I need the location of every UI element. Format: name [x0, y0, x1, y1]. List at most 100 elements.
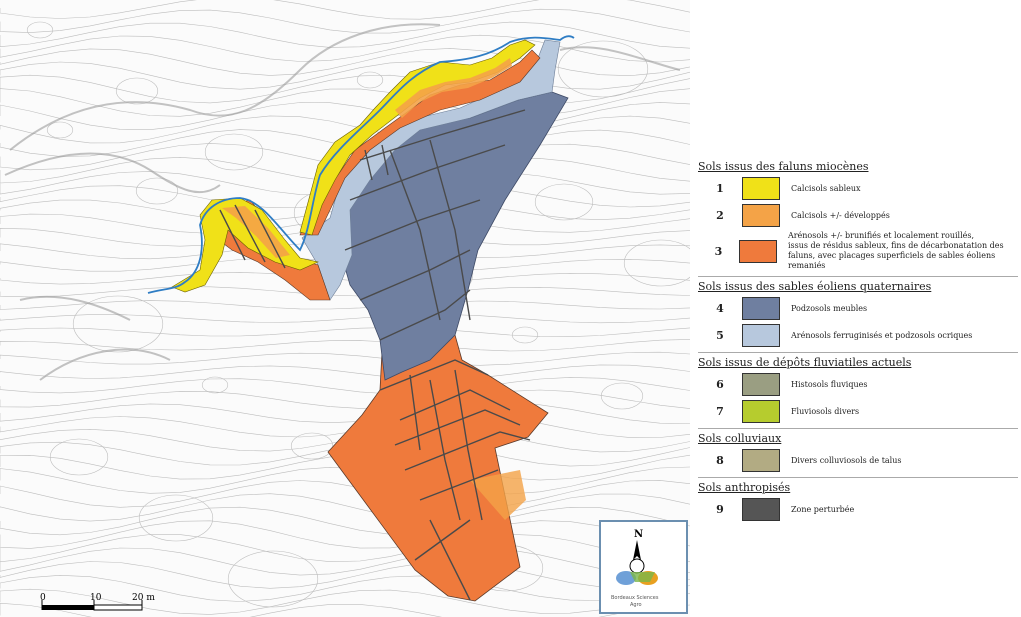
contour-line [0, 533, 690, 563]
legend-separator [698, 352, 1018, 353]
contour-ring [227, 550, 319, 608]
legend-swatch [742, 498, 780, 521]
legend-separator [698, 428, 1018, 429]
legend-item-number: 6 [716, 378, 724, 391]
legend-item-4[interactable]: 4 Podzosols meubles [698, 297, 1018, 320]
contour-line [0, 588, 690, 615]
parcel-lines [219, 109, 531, 601]
legend-item-number: 4 [716, 302, 724, 315]
legend-item-label: Fluviosols divers [791, 407, 859, 417]
contour-line [0, 61, 690, 90]
contour-line [0, 74, 690, 104]
contour-line [0, 561, 690, 589]
contour-ring [290, 432, 334, 460]
contour-line [0, 389, 690, 409]
contour-ring [72, 295, 164, 353]
legend-item-number: 8 [716, 454, 724, 467]
contour-line [0, 377, 690, 395]
soil-unit-1-west[interactable] [171, 197, 319, 293]
legend-label-line: issus de résidus sableux, fins de décarb… [787, 241, 1004, 250]
contour-ring [600, 382, 644, 410]
contour-line [0, 428, 690, 453]
soil-unit-2-strip[interactable] [395, 58, 512, 118]
north-arrow-box: N Bordeaux Sciences Agro [599, 520, 688, 614]
river [147, 35, 575, 294]
legend-swatch [742, 297, 780, 320]
contour-ring [623, 239, 690, 287]
legend-item-number: 1 [716, 182, 724, 195]
contour-ring [534, 183, 594, 221]
contour-ring [557, 40, 649, 98]
legend-item-6[interactable]: 6 Histosols fluviques [698, 373, 1018, 396]
soil-unit-3-band-north[interactable] [299, 49, 541, 236]
legend-label-line: Calcisols +/- développés [791, 210, 890, 220]
logo-icon [616, 571, 658, 585]
contour-line [0, 453, 690, 481]
legend-item-number: 5 [716, 329, 724, 342]
contour-line [0, 88, 690, 117]
contour-line [0, 547, 690, 576]
contour-line [0, 493, 690, 522]
contour-line [0, 506, 690, 536]
legend-label-line: faluns, avec placages superficiels de sa… [787, 251, 996, 270]
legend-swatch [742, 400, 780, 423]
contour-line [0, 574, 690, 602]
contour-ring [511, 326, 539, 344]
contour-line [0, 351, 690, 366]
legend-item-label: Calcisols sableux [791, 184, 861, 194]
contour-ring [138, 494, 214, 542]
soil-unit-1-center[interactable] [299, 39, 536, 236]
legend-label-line: Divers colluviosols de talus [791, 455, 902, 465]
contour-ring [135, 177, 179, 205]
legend-swatch [738, 239, 777, 263]
legend-item-label: Arénosols +/- brunifiés et localement ro… [788, 231, 1018, 271]
contour-line [0, 364, 690, 380]
scale-label-0: 0 [40, 593, 46, 603]
legend-item-label: Arénosols ferruginisés et podzosols ocri… [791, 331, 972, 341]
legend-item-label: Zone perturbée [791, 505, 854, 515]
contour-line [0, 466, 690, 495]
legend-label-line: Arénosols ferruginisés et podzosols ocri… [791, 330, 973, 340]
legend-section-title: Sols issus de dépôts fluviatiles actuels [698, 356, 912, 369]
legend-item-label: Podzosols meubles [791, 304, 867, 314]
legend-item-8[interactable]: 8 Divers colluviosols de talus [698, 449, 1018, 472]
contour-line [0, 199, 690, 222]
legend-section-title: Sols colluviaux [698, 432, 782, 445]
contour-ring [356, 71, 384, 89]
contour-line [0, 129, 690, 157]
contour-ring [201, 376, 229, 394]
contour-line [0, 339, 690, 352]
legend-item-2[interactable]: 2 Calcisols +/- développés [698, 204, 1018, 227]
contour-line [0, 327, 690, 338]
legend-label-line: Histosols fluviques [791, 379, 868, 389]
legend-item-9[interactable]: 9 Zone perturbée [698, 498, 1018, 521]
scale-label-20: 20 m [132, 593, 155, 603]
legend-swatch [742, 449, 780, 472]
contour-line [0, 102, 690, 131]
legend-label-line: Arénosols +/- brunifiés et localement ro… [787, 231, 975, 240]
legend-swatch [742, 204, 780, 227]
legend-label-line: Podzosols meubles [791, 303, 868, 313]
scale-bar: 0 10 20 m [40, 593, 155, 611]
legend-item-number: 2 [716, 209, 724, 222]
legend-section-title: Sols anthropisés [698, 481, 791, 494]
soil-map[interactable]: 0 10 20 m N Bordeaux Sciences Agro [0, 0, 690, 617]
legend-item-label: Histosols fluviques [791, 380, 867, 390]
contour-line [0, 8, 690, 34]
legend-item-number: 9 [716, 503, 724, 516]
contour-line [0, 480, 690, 509]
soil-unit-2-patch[interactable] [470, 470, 526, 520]
hill-shading [4, 23, 681, 381]
legend-item-5[interactable]: 5 Arénosols ferruginisés et podzosols ocr… [698, 324, 1018, 347]
legend-section-title: Sols issus des sables éoliens quaternair… [698, 280, 932, 293]
legend-item-1[interactable]: 1 Calcisols sableux [698, 177, 1018, 200]
logo-text-2: Agro [630, 602, 642, 608]
legend-label-line: Fluviosols divers [791, 406, 860, 416]
contour-ring [46, 121, 74, 139]
contour-line [0, 402, 690, 424]
legend-swatch [742, 324, 780, 347]
legend-section-title: Sols issus des faluns miocènes [698, 160, 869, 173]
contour-line [0, 314, 690, 324]
